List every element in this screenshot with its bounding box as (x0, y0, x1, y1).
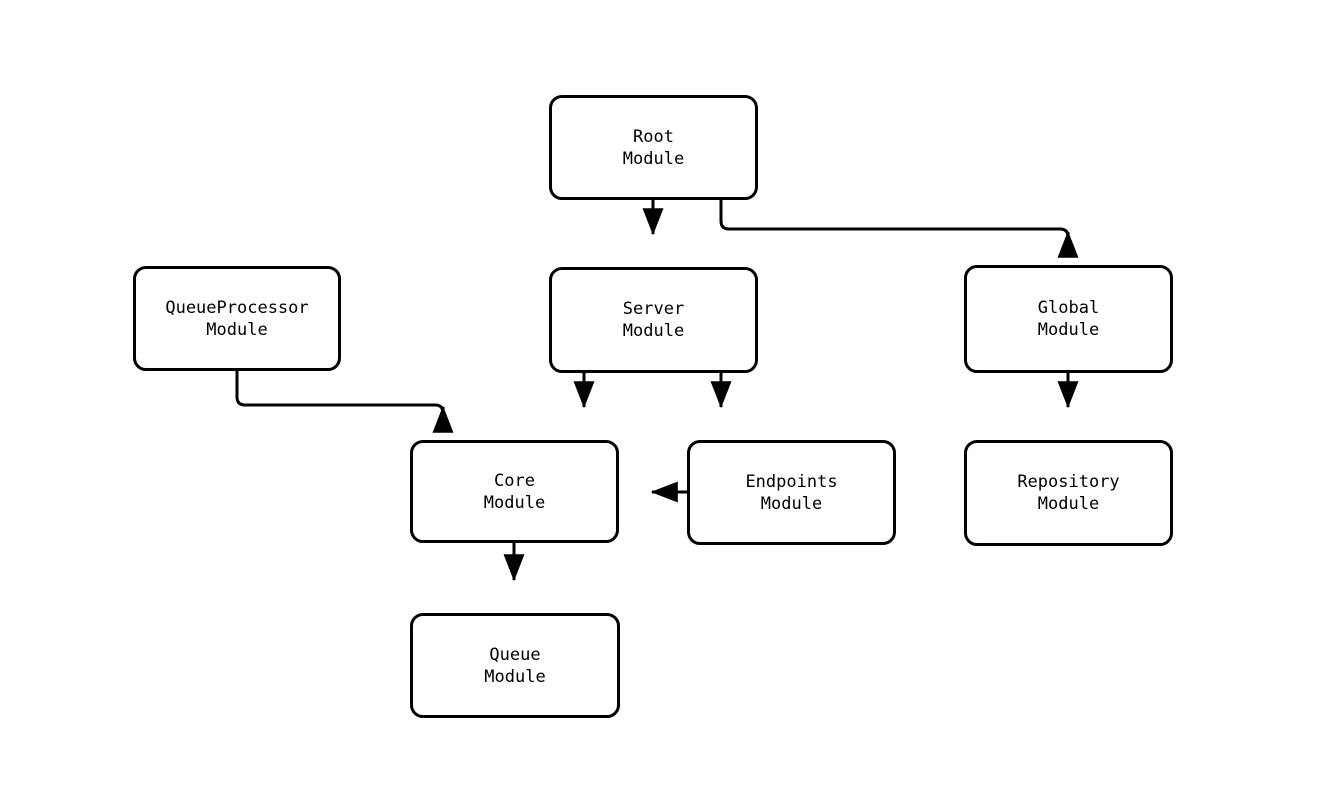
node-core-module-label: Core Module (483, 470, 546, 513)
node-queueprocessor-module-label: QueueProcessor Module (165, 297, 309, 340)
node-queueprocessor-module[interactable]: QueueProcessor Module (133, 266, 341, 371)
node-server-module[interactable]: Server Module (549, 267, 758, 373)
node-core-module[interactable]: Core Module (410, 440, 619, 543)
node-root-module[interactable]: Root Module (549, 95, 758, 200)
node-repository-module[interactable]: Repository Module (964, 440, 1173, 546)
node-global-module-label: Global Module (1037, 298, 1100, 340)
node-repository-module-label: Repository Module (1017, 472, 1120, 514)
node-server-module-label: Server Module (622, 299, 685, 341)
node-endpoints-module-label: Endpoints Module (745, 471, 838, 514)
edge-queueprocessor-to-core (235, 371, 454, 433)
node-global-module[interactable]: Global Module (964, 265, 1173, 373)
edge-root-to-global (719, 200, 1079, 258)
node-queue-module[interactable]: Queue Module (410, 613, 620, 718)
node-queue-module-label: Queue Module (484, 644, 546, 687)
node-root-module-label: Root Module (622, 126, 685, 169)
node-endpoints-module[interactable]: Endpoints Module (687, 440, 896, 545)
